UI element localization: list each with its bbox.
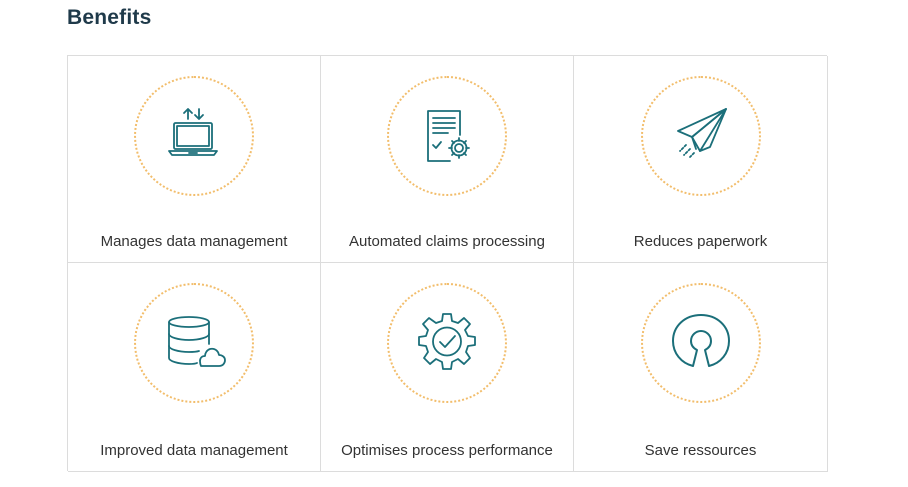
benefit-label: Reduces paperwork <box>633 233 768 250</box>
benefit-label: Manages data management <box>100 233 288 250</box>
benefit-card-improved-data-management: Improved data management <box>68 263 321 472</box>
icon-ring <box>134 76 254 196</box>
laptop-sync-icon <box>159 101 229 171</box>
page-title: Benefits <box>67 6 152 29</box>
icon-ring <box>387 76 507 196</box>
benefit-label: Automated claims processing <box>349 233 545 250</box>
benefit-label: Improved data management <box>100 442 288 459</box>
benefit-label: Optimises process performance <box>341 442 553 459</box>
icon-ring <box>640 76 761 196</box>
database-cloud-icon <box>159 308 229 378</box>
icon-ring <box>640 283 761 403</box>
benefits-grid: Manages data management Automated claims… <box>67 55 828 472</box>
benefit-card-save-resources: Save ressources <box>574 263 828 472</box>
benefit-card-claims-processing: Automated claims processing <box>321 56 574 263</box>
benefit-card-reduces-paperwork: Reduces paperwork <box>574 56 828 263</box>
gear-check-icon <box>412 308 482 378</box>
document-gear-icon <box>412 101 482 171</box>
benefit-card-data-management: Manages data management <box>68 56 321 263</box>
paper-plane-icon <box>666 101 736 171</box>
benefit-card-process-performance: Optimises process performance <box>321 263 574 472</box>
icon-ring <box>134 283 254 403</box>
open-source-icon <box>666 308 736 378</box>
icon-ring <box>387 283 507 403</box>
benefit-label: Save ressources <box>644 442 757 459</box>
